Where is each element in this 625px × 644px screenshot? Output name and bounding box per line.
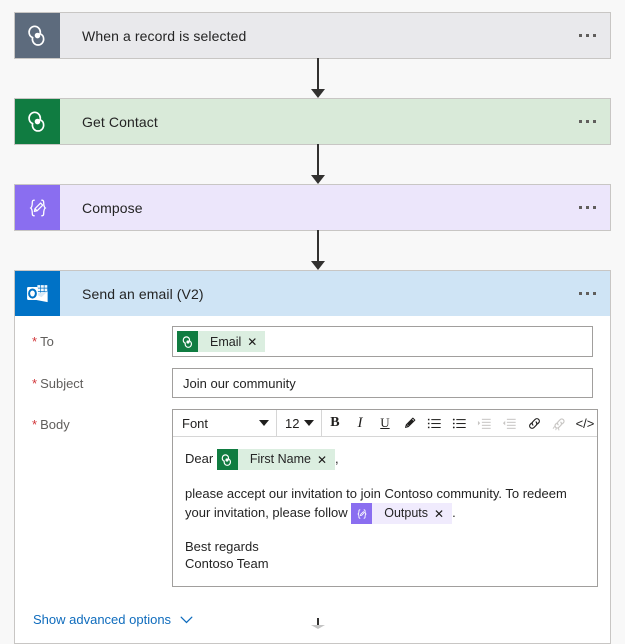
body-control: Font 12 B I U	[172, 409, 599, 588]
compose-icon	[351, 503, 373, 525]
remove-link-icon[interactable]	[547, 410, 572, 436]
connector-stub-bottom	[311, 618, 325, 629]
body-signature: Best regards Contoso Team	[185, 538, 585, 572]
dataverse-glyph	[28, 111, 45, 132]
step-title: Send an email (V2)	[82, 285, 204, 302]
insert-link-icon[interactable]	[522, 410, 547, 436]
step-header-trigger[interactable]: When a record is selected	[15, 13, 610, 58]
dataverse-glyph	[182, 335, 192, 348]
required-asterisk: *	[32, 417, 38, 432]
dataverse-icon	[15, 13, 60, 58]
outlook-glyph	[27, 284, 48, 303]
toolbar-divider	[321, 410, 323, 436]
bold-button[interactable]: B	[330, 415, 340, 430]
token-label: Outputs	[384, 506, 428, 521]
dataverse-glyph	[222, 453, 232, 466]
step-title: Compose	[82, 199, 143, 216]
step-more-menu[interactable]	[564, 120, 610, 123]
bulleted-list-icon[interactable]	[447, 410, 472, 436]
step-title: When a record is selected	[82, 27, 247, 44]
show-advanced-options-link[interactable]: Show advanced options	[15, 598, 610, 643]
field-row-subject: *Subject Join our community	[15, 368, 610, 398]
chevron-down-icon	[304, 420, 315, 426]
chevron-down-icon	[259, 420, 269, 426]
step-title: Get Contact	[82, 113, 158, 130]
paragraph-text: please accept our invitation to join Con…	[185, 486, 567, 521]
compose-icon	[15, 185, 60, 230]
compose-glyph	[29, 199, 46, 216]
subject-control: Join our community	[172, 368, 593, 398]
numbered-list-icon[interactable]	[422, 410, 447, 436]
font-family-dropdown[interactable]: Font	[173, 410, 276, 436]
token-label: First Name	[249, 452, 311, 467]
italic-button[interactable]: I	[357, 414, 363, 431]
step-more-menu[interactable]	[564, 34, 610, 37]
signature-line-2: Contoso Team	[185, 556, 269, 572]
field-row-to: *To Email ✕	[15, 326, 610, 357]
dataverse-icon	[15, 99, 60, 144]
indent-increase-icon[interactable]	[472, 410, 497, 436]
font-size-dropdown[interactable]: 12	[277, 410, 321, 436]
connector-trigger-to-get-contact	[311, 58, 325, 98]
subject-label-text: Subject	[40, 376, 84, 391]
greeting-prefix: Dear	[185, 451, 214, 466]
token-label: Email	[210, 334, 242, 349]
step-more-menu[interactable]	[564, 292, 610, 295]
token-remove-icon[interactable]: ✕	[247, 334, 258, 349]
flow-canvas: When a record is selected Get Contact	[14, 12, 611, 644]
outlook-icon	[15, 271, 60, 316]
step-header-compose[interactable]: Compose	[15, 185, 610, 230]
to-label-text: To	[40, 334, 54, 349]
dataverse-glyph	[28, 25, 45, 46]
paragraph-end: .	[452, 505, 456, 521]
rich-text-editor: Font 12 B I U	[172, 409, 599, 588]
subject-input[interactable]: Join our community	[172, 368, 593, 398]
underline-button[interactable]: U	[380, 415, 390, 430]
advanced-options-label: Show advanced options	[33, 612, 172, 628]
token-remove-icon[interactable]: ✕	[316, 452, 327, 467]
required-asterisk: *	[32, 334, 38, 349]
flow-step-trigger[interactable]: When a record is selected	[14, 12, 611, 59]
token-email[interactable]: Email ✕	[177, 331, 266, 352]
connector-get-contact-to-compose	[311, 144, 325, 184]
to-control: Email ✕	[172, 326, 593, 357]
greeting-suffix: ,	[335, 451, 339, 466]
indent-decrease-icon[interactable]	[497, 410, 522, 436]
token-remove-icon[interactable]: ✕	[434, 506, 445, 521]
step-more-menu[interactable]	[564, 206, 610, 209]
toolbar-divider	[276, 410, 277, 436]
flow-step-send-email[interactable]: Send an email (V2) *To	[14, 270, 611, 644]
rte-content[interactable]: Dear First Name ✕	[173, 437, 597, 586]
step-header-get-contact[interactable]: Get Contact	[15, 99, 610, 144]
code-view-button[interactable]: </>	[575, 415, 595, 431]
connector-compose-to-send-email	[311, 230, 325, 270]
step-header-send-email[interactable]: Send an email (V2)	[15, 271, 610, 316]
body-greeting: Dear First Name ✕	[185, 449, 585, 471]
token-first-name[interactable]: First Name ✕	[216, 449, 335, 471]
to-label: *To	[32, 326, 172, 350]
body-label: *Body	[32, 409, 172, 433]
compose-glyph	[357, 508, 367, 519]
send-email-body: *To Email ✕	[15, 316, 610, 644]
signature-line-1: Best regards	[185, 539, 259, 555]
body-paragraph: please accept our invitation to join Con…	[185, 484, 585, 525]
body-label-text: Body	[40, 417, 70, 432]
chevron-down-icon	[180, 616, 193, 623]
token-outputs[interactable]: Outputs ✕	[351, 503, 453, 525]
required-asterisk: *	[32, 376, 38, 391]
dataverse-icon	[177, 331, 198, 352]
flow-step-compose[interactable]: Compose	[14, 184, 611, 231]
dataverse-icon	[216, 449, 238, 471]
rte-toolbar: Font 12 B I U	[173, 410, 598, 437]
to-input[interactable]: Email ✕	[172, 326, 593, 357]
flow-step-get-contact[interactable]: Get Contact	[14, 98, 611, 145]
text-color-icon[interactable]	[397, 410, 422, 436]
font-family-value: Font	[182, 415, 209, 431]
subject-label: *Subject	[32, 368, 172, 392]
field-row-body: *Body Font 12	[15, 409, 610, 588]
font-size-value: 12	[285, 415, 300, 431]
